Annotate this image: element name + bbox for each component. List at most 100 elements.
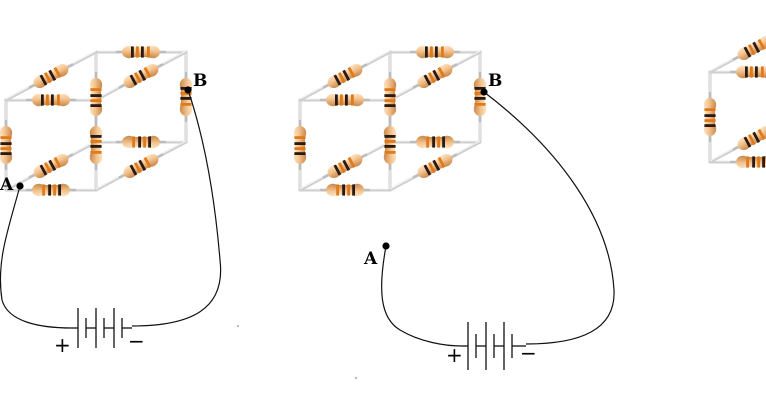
color-band bbox=[425, 46, 428, 58]
color-band bbox=[180, 103, 192, 106]
color-band bbox=[437, 156, 446, 169]
node-a-label: A bbox=[0, 175, 14, 195]
resistor bbox=[729, 65, 766, 79]
color-band bbox=[138, 159, 147, 171]
resistor bbox=[25, 93, 77, 107]
color-band bbox=[342, 69, 351, 81]
color-band bbox=[90, 145, 102, 148]
color-band bbox=[90, 99, 102, 102]
color-band bbox=[704, 114, 716, 117]
color-band bbox=[384, 145, 396, 148]
color-band bbox=[337, 72, 346, 84]
color-band bbox=[743, 136, 752, 148]
color-band bbox=[757, 128, 766, 141]
color-band bbox=[427, 162, 436, 174]
wire-from-a bbox=[0, 185, 73, 329]
resistors bbox=[703, 35, 766, 169]
resistor bbox=[409, 135, 461, 149]
color-band bbox=[90, 104, 102, 107]
color-band bbox=[90, 151, 102, 154]
color-band bbox=[0, 147, 12, 150]
speck bbox=[355, 377, 357, 379]
color-band bbox=[750, 66, 753, 78]
circuit-3 bbox=[703, 35, 766, 169]
color-band bbox=[132, 136, 135, 148]
battery bbox=[72, 308, 132, 348]
color-band bbox=[704, 124, 716, 127]
color-band bbox=[757, 38, 766, 51]
color-band bbox=[423, 74, 432, 86]
resistor bbox=[118, 153, 164, 179]
circuit-2: + − A B bbox=[293, 45, 615, 370]
color-band bbox=[340, 94, 343, 106]
color-band bbox=[435, 46, 438, 58]
resistor bbox=[409, 45, 461, 59]
resistor bbox=[0, 119, 13, 171]
resistor bbox=[319, 93, 371, 107]
color-band bbox=[337, 162, 346, 174]
resistor-body bbox=[743, 67, 766, 77]
color-band bbox=[53, 184, 56, 196]
color-band bbox=[58, 184, 61, 196]
color-band bbox=[53, 156, 62, 169]
color-band bbox=[384, 94, 396, 97]
color-band bbox=[761, 66, 764, 78]
color-band bbox=[294, 147, 306, 150]
node-b-dot bbox=[184, 86, 192, 94]
color-band bbox=[0, 152, 12, 155]
color-band bbox=[48, 184, 51, 196]
resistor bbox=[28, 153, 74, 179]
color-band bbox=[90, 140, 102, 143]
color-band bbox=[136, 46, 139, 58]
color-band bbox=[342, 184, 345, 196]
color-band bbox=[347, 66, 356, 79]
resistor bbox=[703, 91, 717, 143]
color-band bbox=[747, 44, 756, 56]
color-band bbox=[384, 99, 396, 102]
color-band bbox=[148, 136, 151, 148]
color-band bbox=[57, 94, 60, 106]
color-band bbox=[384, 135, 396, 138]
color-band bbox=[384, 88, 396, 91]
color-band bbox=[41, 94, 44, 106]
resistor bbox=[412, 63, 458, 89]
node-a-label: A bbox=[363, 249, 378, 269]
resistor bbox=[115, 45, 167, 59]
minus-sign: − bbox=[520, 341, 537, 365]
resistor bbox=[89, 119, 103, 171]
node-a-dot bbox=[382, 242, 390, 250]
resistor bbox=[383, 71, 397, 123]
node-a-dot bbox=[16, 182, 24, 190]
color-band bbox=[757, 156, 760, 168]
color-band bbox=[131, 46, 134, 58]
resistor bbox=[729, 155, 766, 169]
color-band bbox=[351, 94, 354, 106]
wire-from-b bbox=[131, 89, 222, 327]
color-band bbox=[133, 72, 142, 84]
color-band bbox=[345, 94, 348, 106]
color-band bbox=[384, 151, 396, 154]
color-band bbox=[143, 156, 152, 169]
color-band bbox=[347, 184, 350, 196]
color-band bbox=[294, 142, 306, 145]
resistor bbox=[319, 183, 371, 197]
wire-from-b bbox=[483, 91, 615, 345]
color-band bbox=[474, 103, 486, 106]
color-band bbox=[0, 142, 12, 145]
color-band bbox=[432, 136, 435, 148]
color-band bbox=[129, 74, 138, 86]
plus-sign: + bbox=[54, 333, 71, 357]
color-band bbox=[427, 72, 436, 84]
minus-sign: − bbox=[128, 329, 145, 353]
color-band bbox=[743, 46, 752, 58]
color-band bbox=[474, 97, 486, 100]
color-band bbox=[90, 94, 102, 97]
resistor bbox=[25, 183, 77, 197]
resistor bbox=[383, 119, 397, 171]
color-band bbox=[352, 184, 355, 196]
resistor bbox=[115, 135, 167, 149]
color-band bbox=[294, 136, 306, 139]
resistor bbox=[322, 63, 368, 89]
color-band bbox=[51, 94, 54, 106]
